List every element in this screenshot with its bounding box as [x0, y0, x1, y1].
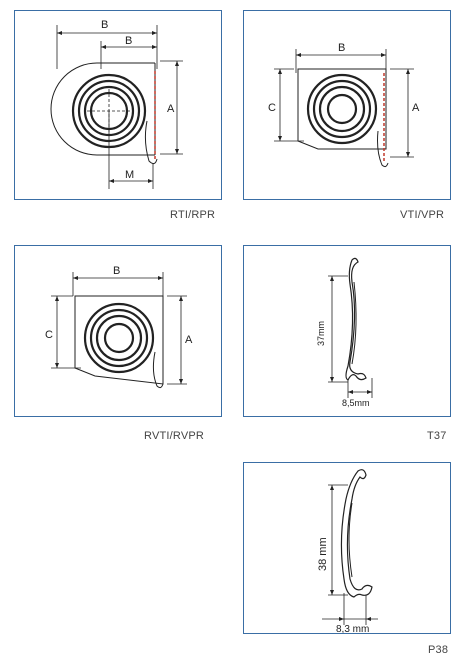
t37-diagram: 37mm 8,5mm — [316, 257, 373, 408]
vti-label-c: C — [268, 102, 276, 114]
rti-label-m: M — [125, 169, 134, 181]
rti-label-b-inner: B — [125, 35, 132, 47]
caption-t37: T37 — [427, 430, 447, 442]
rti-diagram: B B A M — [50, 19, 183, 189]
panel-t37: 37mm 8,5mm — [243, 245, 451, 417]
rvti-label-b: B — [113, 265, 120, 277]
vti-label-a: A — [412, 102, 420, 114]
rti-label-a: A — [167, 103, 175, 115]
caption-rti: RTI/RPR — [170, 209, 216, 221]
caption-p38: P38 — [428, 644, 449, 656]
rti-label-b-outer: B — [101, 19, 108, 31]
rvti-diagram: B C A — [45, 265, 193, 389]
panel-p38: 38 mm 8,3 mm — [243, 462, 451, 634]
vti-diagram: B C A — [268, 42, 420, 168]
rvti-label-a: A — [185, 334, 193, 346]
vti-label-b: B — [338, 42, 345, 54]
t37-width-label: 8,5mm — [342, 398, 370, 408]
p38-width-label: 8,3 mm — [336, 624, 369, 634]
panel-rvti: B C A — [14, 245, 222, 417]
t37-height-label: 37mm — [316, 321, 326, 346]
p38-height-label: 38 mm — [317, 537, 329, 571]
panel-rti: B B A M — [14, 10, 222, 200]
p38-diagram: 38 mm 8,3 mm — [317, 469, 378, 634]
rvti-label-c: C — [45, 329, 53, 341]
panel-vti: B C A — [243, 10, 451, 200]
caption-rvti: RVTI/RVPR — [144, 430, 205, 442]
caption-vti: VTI/VPR — [400, 209, 445, 221]
